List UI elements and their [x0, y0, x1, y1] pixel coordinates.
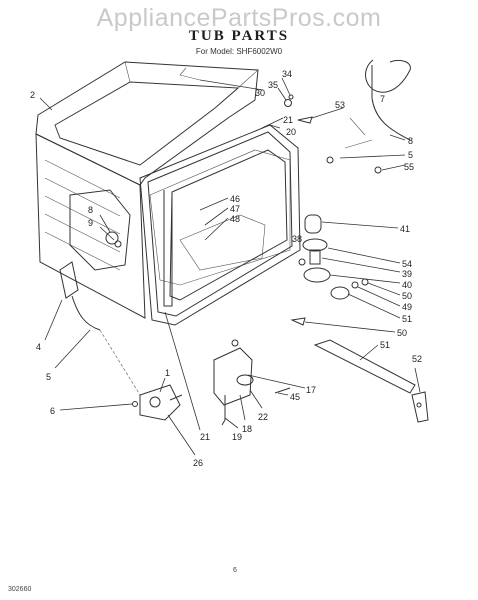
callout-4: 4 [36, 342, 41, 352]
callout-38: 41 [400, 224, 410, 234]
tub-body [35, 61, 291, 319]
callout-7: 5 [408, 150, 413, 160]
callout-48: 50 [402, 291, 412, 301]
callout-40: 40 [402, 280, 412, 290]
callout-6: 6 [50, 406, 55, 416]
callout-21a: 21 [283, 115, 293, 125]
callout-51: 51 [380, 340, 390, 350]
callout-17: 17 [306, 385, 316, 395]
callout-37: 38 [292, 234, 302, 244]
door-gasket [139, 124, 301, 326]
callout-5: 5 [46, 372, 51, 382]
model-number: For Model: SHF6002W0 [195, 47, 283, 56]
callout-19: 19 [232, 432, 242, 442]
callout-35: 35 [268, 80, 278, 90]
callout-20: 20 [286, 127, 296, 137]
watermark: AppliancePartsPros.com [96, 4, 382, 32]
callout-45: 47 [230, 204, 240, 214]
callout-15: 8 [88, 205, 93, 215]
callout-46: 48 [230, 214, 240, 224]
leader-lines [39, 77, 421, 456]
page-mark: 6 [233, 567, 237, 574]
inlet-valve [132, 384, 183, 421]
callout-30: 30 [255, 88, 265, 98]
callout-49: 51 [402, 314, 412, 324]
callout-54: 54 [402, 259, 412, 269]
callout-55: 55 [404, 162, 414, 172]
callout-18: 18 [242, 424, 252, 434]
screw-parts [179, 67, 313, 124]
callout-50: 50 [397, 328, 407, 338]
callout-labels: 2 34 35 30 53 21 20 7 8 5 55 8 9 46 47 4… [30, 69, 422, 468]
diagram-title: TUB PARTS [188, 28, 290, 44]
fill-tube [59, 261, 141, 396]
callout-26: 26 [193, 458, 203, 468]
callout-21b: 21 [200, 432, 210, 442]
callout-34: 34 [282, 69, 292, 79]
bracket-parts [313, 339, 429, 423]
callout-52: 52 [412, 354, 422, 364]
drain-hose [326, 59, 411, 174]
document-code: 302660 [8, 586, 32, 593]
callout-47: 49 [402, 302, 412, 312]
float-switch [213, 339, 291, 426]
callout-39: 39 [402, 269, 412, 279]
callout-9: 7 [380, 94, 385, 104]
callout-1: 1 [165, 368, 170, 378]
callout-22: 22 [258, 412, 268, 422]
pump-assembly [290, 214, 369, 326]
callout-8: 8 [408, 136, 413, 146]
callout-16: 9 [88, 218, 93, 228]
callout-53: 53 [335, 100, 345, 110]
callout-44: 46 [230, 194, 240, 204]
callout-41: 45 [290, 392, 300, 402]
callout-2: 2 [30, 90, 35, 100]
